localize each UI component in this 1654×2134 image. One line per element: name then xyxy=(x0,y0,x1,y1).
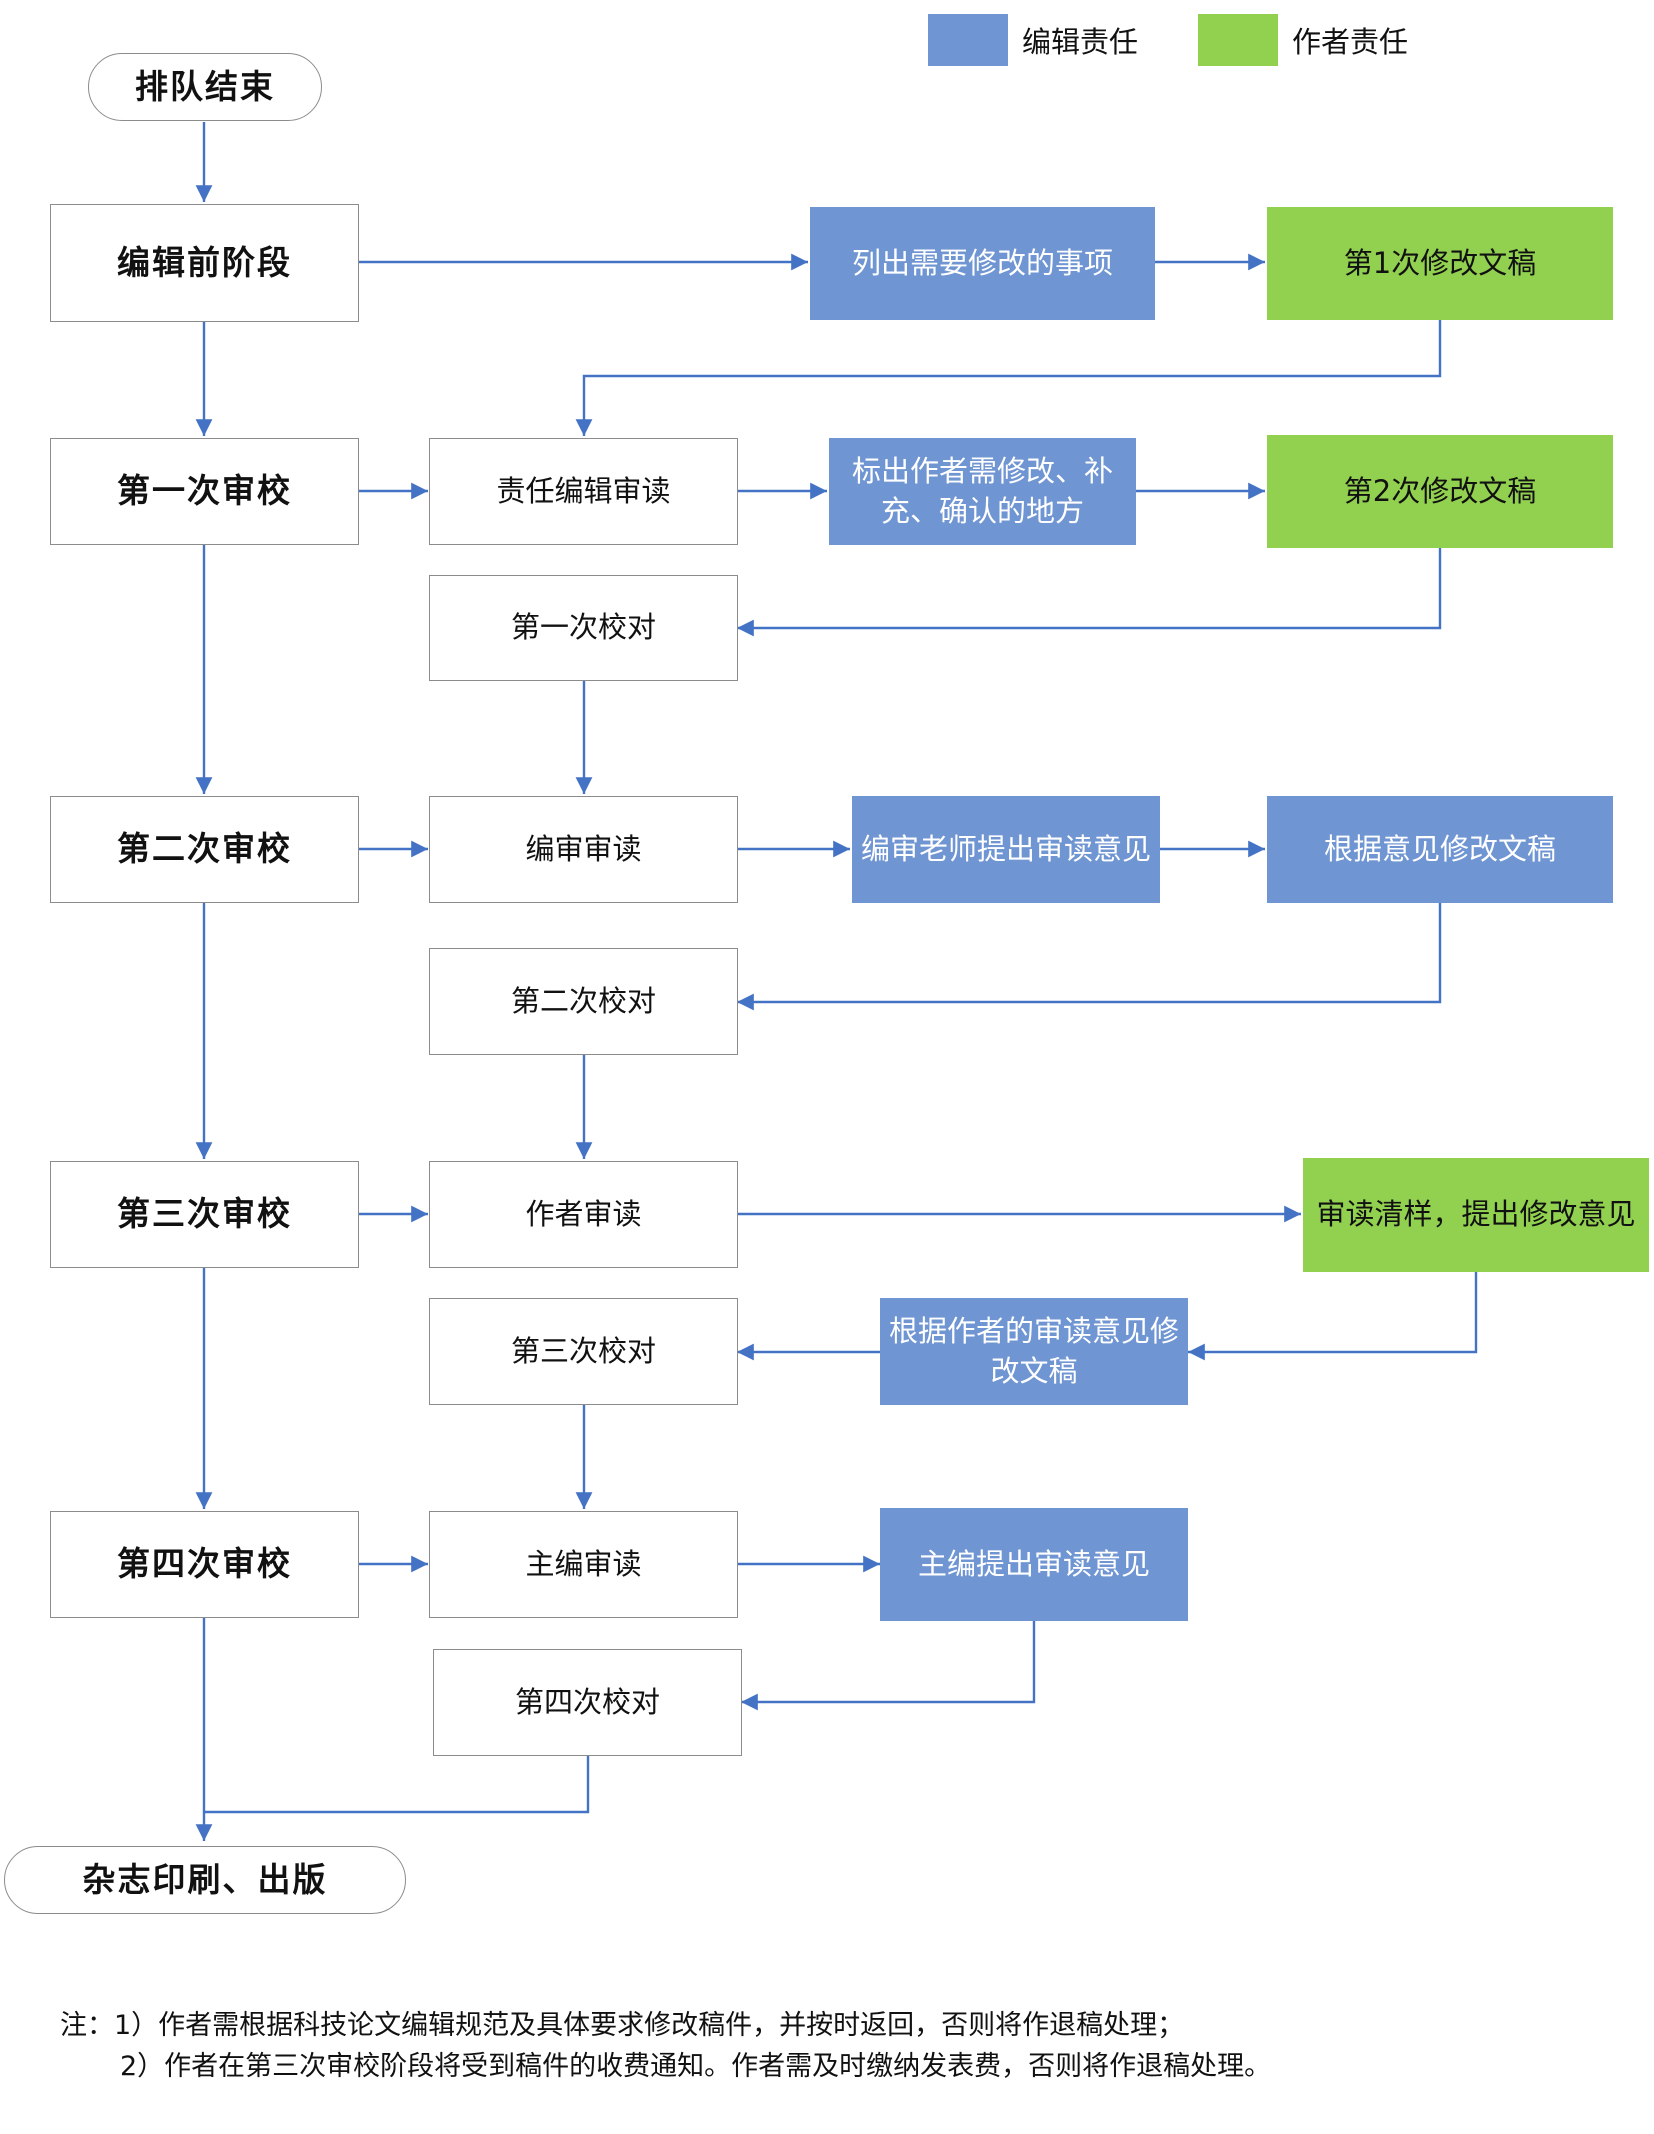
proof1-box: 第一次校对 xyxy=(429,575,738,681)
r2-review: 编审审读 xyxy=(429,796,738,903)
r3-clean-proof-box: 审读清样，提出修改意见 xyxy=(1303,1158,1649,1272)
proof3-box: 第三次校对 xyxy=(429,1298,738,1405)
r4-opinion-box: 主编提出审读意见 xyxy=(880,1508,1188,1621)
arrow-clean-to-revise xyxy=(1188,1272,1478,1361)
list-items-box: 列出需要修改的事项 xyxy=(810,207,1155,320)
proof2-box: 第二次校对 xyxy=(429,948,738,1055)
revise1-box: 第1次修改文稿 xyxy=(1267,207,1613,320)
r1-editor-review: 责任编辑审读 xyxy=(429,438,738,545)
r3-revise-box: 根据作者的审读意见修 改文稿 xyxy=(880,1298,1188,1405)
r2-revise-box: 根据意见修改文稿 xyxy=(1267,796,1613,903)
line-proof4-to-spine xyxy=(204,1756,590,1814)
legend-swatch-author xyxy=(1198,14,1278,66)
revise2-box: 第2次修改文稿 xyxy=(1267,435,1613,548)
arrow-revise2-to-proof1 xyxy=(737,548,1442,637)
legend-swatch-editor xyxy=(928,14,1008,66)
proof4-box: 第四次校对 xyxy=(433,1649,742,1756)
stage-round3: 第三次审校 xyxy=(50,1161,359,1268)
arrow-revise1-to-r1review xyxy=(575,320,1442,436)
end-node: 杂志印刷、出版 xyxy=(4,1846,406,1914)
r3-author-review: 作者审读 xyxy=(429,1161,738,1268)
r3-revise-line2: 改文稿 xyxy=(990,1353,1078,1388)
r1-mark-box: 标出作者需修改、补 充、确认的地方 xyxy=(829,438,1136,545)
stage-round4: 第四次审校 xyxy=(50,1511,359,1618)
r3-revise-line1: 根据作者的审读意见修 xyxy=(888,1314,1179,1349)
legend-label-author: 作者责任 xyxy=(1292,25,1409,59)
r1-mark-line2: 充、确认的地方 xyxy=(880,493,1084,528)
arrow-opinion4-to-proof4 xyxy=(741,1621,1036,1711)
start-node: 排队结束 xyxy=(88,53,322,121)
r2-opinion-box: 编审老师提出审读意见 xyxy=(852,796,1160,903)
note-line2: 2）作者在第三次审校阶段将受到稿件的收费通知。作者需及时缴纳发表费，否则将作退稿… xyxy=(120,2051,1272,2082)
stage-pre-edit: 编辑前阶段 xyxy=(50,204,359,322)
stage-round2: 第二次审校 xyxy=(50,796,359,903)
stage-round1: 第一次审校 xyxy=(50,438,359,545)
r1-mark-line1: 标出作者需修改、补 xyxy=(851,454,1113,489)
r4-chief-review: 主编审读 xyxy=(429,1511,738,1618)
note-line1: 注：1）作者需根据科技论文编辑规范及具体要求修改稿件，并按时返回，否则将作退稿处… xyxy=(60,2010,1185,2041)
arrow-revise-to-proof2 xyxy=(737,903,1442,1011)
legend-label-editor: 编辑责任 xyxy=(1022,25,1139,59)
